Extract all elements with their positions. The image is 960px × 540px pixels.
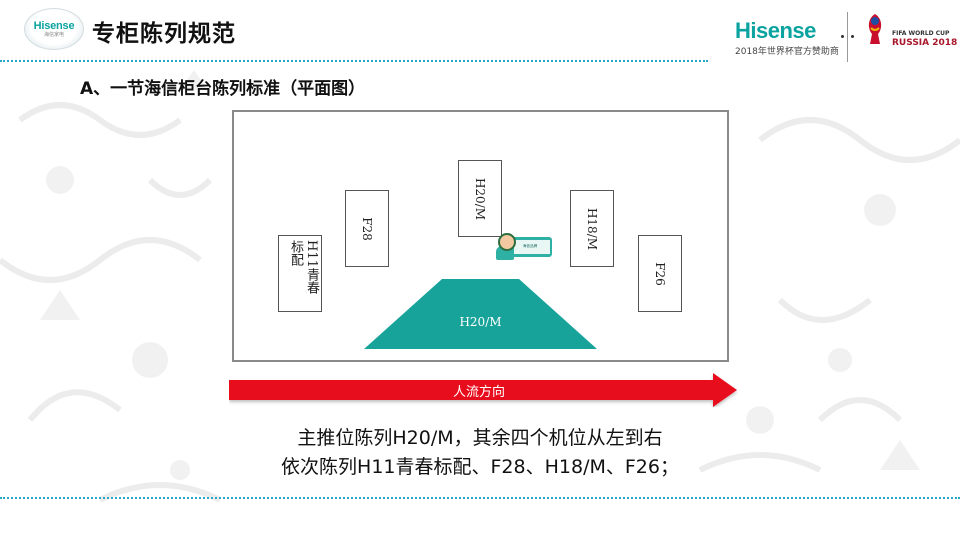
display-unit-h11: H11青春标配 — [278, 235, 322, 312]
flow-direction-label: 人流方向 — [452, 385, 505, 400]
wc-event-line1: FIFA WORLD CUP — [892, 30, 950, 37]
header-divider — [0, 60, 708, 62]
unit-label-f28: F28 — [360, 216, 374, 241]
badge-brand-text: Hisense — [33, 19, 75, 32]
unit-label-h18: H18/M — [585, 207, 599, 250]
description-line-2: 依次陈列H11青春标配、F28、H18/M、F26； — [281, 456, 679, 478]
hisense-badge-logo: Hisense 海信家电 — [24, 8, 84, 50]
unit-label-h20-top: H20/M — [473, 177, 487, 220]
world-cup-emblem-icon — [868, 14, 882, 44]
promoter-sign-text: 海信品牌 — [522, 243, 538, 248]
sponsor-dot-left — [841, 35, 844, 38]
display-unit-h20-top: H20/M — [458, 160, 502, 237]
display-unit-h18: H18/M — [570, 190, 614, 267]
sponsor-tagline: 2018年世界杯官方赞助商 — [735, 47, 839, 57]
section-heading: A、一节海信柜台陈列标准（平面图） — [80, 79, 366, 99]
main-stand-shape — [364, 279, 597, 349]
display-unit-f28: F28 — [345, 190, 389, 267]
sponsor-brand-logo: Hisense — [735, 18, 816, 43]
promoter-sign: 海信品牌 — [508, 237, 552, 257]
page-title: 专柜陈列规范 — [92, 21, 236, 47]
sponsor-divider — [847, 12, 848, 62]
sponsor-dot-right — [851, 35, 854, 38]
footer-divider — [0, 497, 960, 499]
foot-traffic-arrow: 人流方向 — [229, 373, 739, 407]
main-stand-label: H20/M — [459, 315, 502, 329]
unit-label-h11: H11青春标配 — [288, 240, 319, 294]
unit-label-f26: F26 — [653, 261, 667, 286]
arrow-right-icon — [229, 373, 737, 407]
sponsor-block: Hisense 2018年世界杯官方赞助商 FIFA WORLD CUP RUS… — [705, 0, 960, 72]
wc-event-line2: RUSSIA 2018 — [892, 38, 958, 48]
display-unit-f26: F26 — [638, 235, 682, 312]
description-text: 主推位陈列H20/M，其余四个机位从左到右 依次陈列H11青春标配、F28、H1… — [0, 424, 960, 482]
promoter-head — [498, 233, 516, 251]
description-line-1: 主推位陈列H20/M，其余四个机位从左到右 — [297, 427, 663, 449]
main-display-stand: H20/M — [364, 279, 597, 349]
promoter-figure-icon: 海信品牌 — [496, 233, 554, 260]
badge-sub-text: 海信家电 — [43, 31, 64, 38]
